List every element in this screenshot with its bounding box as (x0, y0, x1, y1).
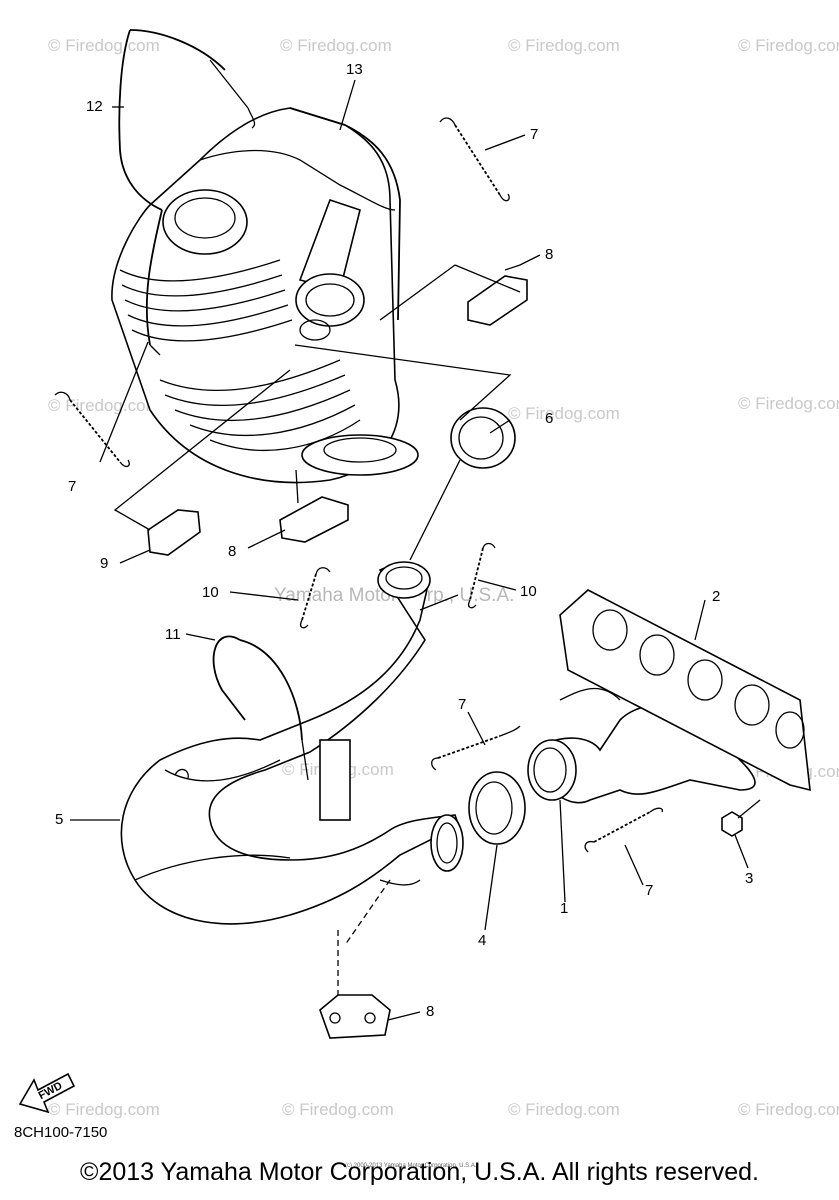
firedog-watermark: © Firedog.com (282, 1100, 394, 1119)
callout-3: 3 (745, 870, 754, 887)
callout-10: 10 (520, 583, 537, 600)
callout-2: 2 (712, 588, 721, 605)
damper-8-mid (279, 496, 349, 543)
spring-7-left (54, 391, 130, 468)
damper-9 (147, 509, 201, 556)
firedog-watermark: © Firedog.com (48, 1100, 160, 1119)
callout-8: 8 (426, 1003, 435, 1020)
callout-12: 12 (86, 98, 103, 115)
gasket-2 (559, 589, 811, 792)
callout-9: 9 (100, 555, 109, 572)
callout-13: 13 (346, 61, 363, 78)
firedog-watermark: © Firedog.com (508, 1100, 620, 1119)
copyright-notice: ©2013 Yamaha Motor Corporation, U.S.A. A… (80, 1158, 759, 1186)
gasket-6 (450, 407, 516, 469)
expansion-chamber (120, 561, 464, 925)
firedog-watermark: © Firedog.com (508, 36, 620, 55)
callout-8: 8 (545, 246, 554, 263)
callout-10: 10 (202, 584, 219, 601)
callout-7: 7 (530, 126, 539, 143)
leader-lines (70, 79, 749, 1021)
callout-11: 11 (165, 626, 181, 643)
bolt-3 (721, 799, 761, 837)
firedog-watermark: © Firedog.com (48, 36, 160, 55)
callout-1: 1 (560, 900, 569, 917)
callout-4: 4 (478, 932, 487, 949)
callout-7: 7 (458, 696, 467, 713)
firedog-watermark: © Firedog.com (508, 404, 620, 423)
firedog-watermark: © Firedog.com (738, 394, 839, 413)
fwd-arrow-icon (18, 1072, 76, 1114)
callout-6: 6 (545, 410, 554, 427)
spring-7-lower (584, 807, 664, 853)
joint-4 (468, 771, 526, 845)
firedog-watermark: © Firedog.com (738, 36, 839, 55)
tiny-credit: (c) 2000-2013 Yamaha Motor Corporation, … (345, 1163, 477, 1169)
spring-10-right (468, 542, 496, 609)
callout-7: 7 (645, 882, 654, 899)
spring-7-mid (431, 725, 521, 771)
callout-5: 5 (55, 811, 64, 828)
spring-10-left (300, 567, 331, 629)
callout-7: 7 (68, 478, 77, 495)
part-code: 8CH100-7150 (14, 1124, 108, 1141)
firedog-watermark: © Firedog.com (48, 396, 160, 415)
firedog-watermark: © Firedog.com (280, 36, 392, 55)
muffler-body (111, 29, 419, 484)
firedog-watermark: © Firedog.com (738, 1100, 839, 1119)
spring-7-top (439, 117, 510, 202)
callout-8: 8 (228, 543, 237, 560)
